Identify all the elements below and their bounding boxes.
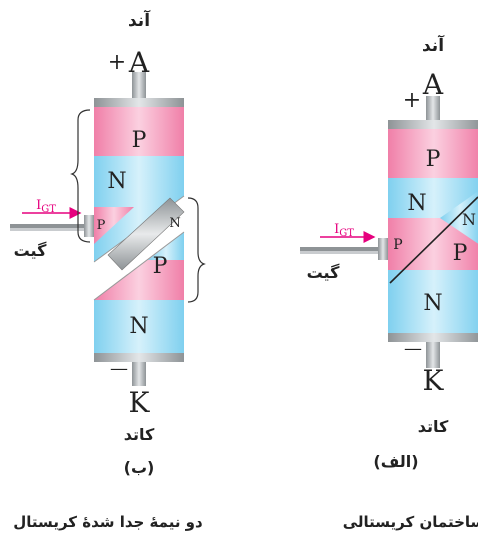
layer-n1 xyxy=(94,156,184,196)
gate-lead xyxy=(10,224,94,228)
anode-plus: + xyxy=(108,50,126,75)
layer-n2 xyxy=(94,300,184,353)
cathode-symbol: K xyxy=(423,364,445,397)
cathode-lead xyxy=(426,342,440,368)
split-n-label: N xyxy=(462,210,476,229)
anode-lead xyxy=(132,72,146,100)
anode-symbol: A xyxy=(128,46,150,79)
lower-cut-edge xyxy=(93,231,185,301)
gate-current-label: IGT xyxy=(36,198,56,215)
anode-contact xyxy=(94,98,184,107)
layer-p1 xyxy=(94,107,184,156)
cathode-label-fa: کاتد xyxy=(124,425,155,444)
layer-label-p1: P xyxy=(426,147,441,172)
gate-label-fa: گیت xyxy=(307,263,340,282)
anode-lead xyxy=(426,96,440,122)
layer-label-n2: N xyxy=(129,314,148,339)
layer-label-n1: N xyxy=(107,169,126,194)
diagonal-split-line xyxy=(389,196,478,284)
anode-symbol: A xyxy=(422,68,444,101)
anode-label-fa: آند xyxy=(128,9,151,31)
layer-n2 xyxy=(388,270,478,333)
cathode-lead xyxy=(132,362,146,386)
layer-label-p2: P xyxy=(153,254,168,279)
separation-bar xyxy=(107,197,185,271)
brace-lower xyxy=(187,197,206,303)
gate-p-region xyxy=(94,207,134,244)
anode-label-fa: آند xyxy=(422,34,445,56)
layer-label-p2: P xyxy=(453,241,468,266)
diagram-b: آند A + P N P N P N IGT گیت xyxy=(10,9,206,531)
gate-lead-shade xyxy=(300,251,388,254)
cathode-contact xyxy=(94,353,184,362)
diagram-letter: (الف) xyxy=(373,452,418,471)
gate-current-label: IGT xyxy=(334,222,354,239)
layer-label-n2: N xyxy=(423,291,442,316)
split-n-label: N xyxy=(169,216,180,231)
gate-lead xyxy=(300,247,388,251)
gate-lead-shade xyxy=(10,228,94,231)
diagram-caption: ساختمان کریستالی xyxy=(343,513,478,531)
gate-p-label: P xyxy=(97,218,106,233)
cathode-symbol: K xyxy=(129,386,151,419)
diagram-letter: (ب) xyxy=(124,458,155,477)
layer-label-p1: P xyxy=(132,128,147,153)
layer-p1 xyxy=(388,129,478,178)
cathode-contact xyxy=(388,333,478,342)
anode-plus: + xyxy=(403,88,421,113)
gate-label-fa: گیت xyxy=(14,241,47,260)
cathode-minus: — xyxy=(404,338,422,359)
gate-terminal xyxy=(84,215,94,237)
brace-upper xyxy=(70,109,91,243)
gate-terminal xyxy=(378,238,388,260)
split-n-region xyxy=(440,191,478,244)
gate-p-label: P xyxy=(393,237,402,253)
cathode-minus: — xyxy=(110,358,128,379)
diagram-caption: دو نیمهٔ جدا شدهٔ کریستال xyxy=(13,513,203,531)
layer-label-n1: N xyxy=(407,191,426,216)
diagram-alef: آند A + P N N P P N IGT گیت — K کاتد (ال… xyxy=(300,34,478,531)
anode-contact xyxy=(388,120,478,129)
cathode-label-fa: کاتد xyxy=(418,417,449,436)
